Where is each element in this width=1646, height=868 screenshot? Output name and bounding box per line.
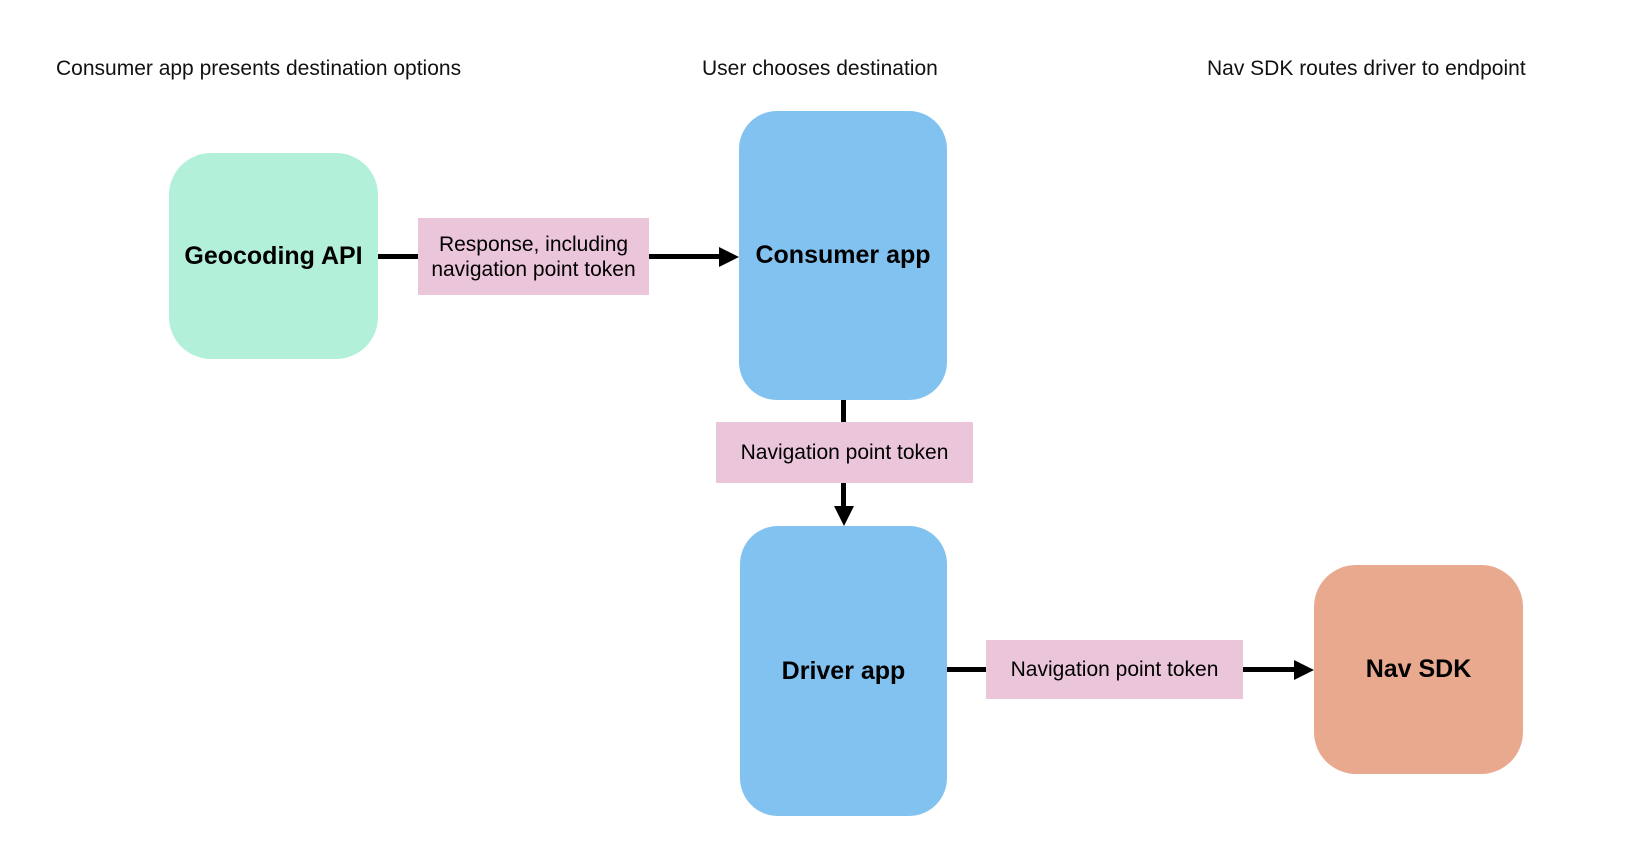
edge-label-response-token: Response, including navigation point tok… xyxy=(418,218,649,295)
phase-heading-nav-sdk-routes: Nav SDK routes driver to endpoint xyxy=(1207,57,1526,80)
phase-heading-user-chooses: User chooses destination xyxy=(702,57,938,80)
arrowhead-right-icon xyxy=(1294,660,1314,680)
node-driver-app: Driver app xyxy=(740,526,947,816)
node-label-nav-sdk: Nav SDK xyxy=(1365,655,1472,683)
node-label-driver-app: Driver app xyxy=(781,656,906,685)
node-consumer-app: Consumer app xyxy=(739,111,947,400)
arrowhead-down-icon xyxy=(834,506,854,526)
edge-label-text: Navigation point token xyxy=(1010,658,1219,681)
edge-label-text: Navigation point token xyxy=(740,441,949,464)
edge-label-text: Response, including navigation point tok… xyxy=(431,232,636,281)
edge-label-navigation-point-token-1: Navigation point token xyxy=(716,422,973,483)
arrowhead-right-icon xyxy=(719,247,739,267)
phase-heading-consumer-presents: Consumer app presents destination option… xyxy=(56,57,462,80)
node-label-consumer-app: Consumer app xyxy=(755,241,931,269)
node-label-geocoding-api: Geocoding API xyxy=(184,241,363,270)
node-geocoding-api: Geocoding API xyxy=(169,153,378,359)
edge-label-navigation-point-token-2: Navigation point token xyxy=(986,640,1243,699)
node-nav-sdk: Nav SDK xyxy=(1314,565,1523,774)
